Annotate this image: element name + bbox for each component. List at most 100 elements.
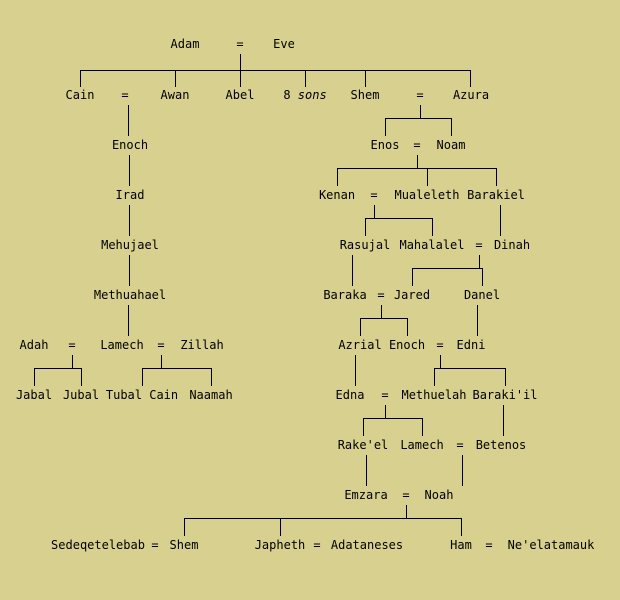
connector-emzaranoah-bar — [184, 518, 462, 519]
connector-drop-mualeleth — [427, 168, 428, 186]
equals-sedeqetelebab-shem: = — [151, 538, 159, 552]
person-barakiil: Baraki'il — [472, 388, 538, 402]
connector-mehujael-to-methuahael — [129, 255, 130, 286]
person-enoch-seth-line: Enoch — [388, 338, 426, 352]
connector-shemazura-bar — [385, 118, 452, 119]
connector-drop-danel — [482, 268, 483, 286]
connector-enosnoam-bar — [337, 168, 497, 169]
person-methuelah: Methuelah — [401, 388, 467, 402]
person-adataneses: Adataneses — [330, 538, 404, 552]
person-baraka: Baraka — [323, 288, 367, 302]
connector-lamechzillah-bar — [142, 368, 212, 369]
connector-azrial-to-edna — [355, 355, 356, 386]
person-lamech-seth-line: Lamech — [400, 438, 444, 452]
connector-drop-noam — [451, 118, 452, 136]
person-edna: Edna — [335, 388, 365, 402]
connector-enosnoam-down — [417, 155, 418, 169]
connector-drop-shem2 — [184, 518, 185, 536]
person-mahalalel: Mahalalel — [399, 238, 465, 252]
connector-drop-cain — [80, 70, 81, 87]
equals-lamech-betenos: = — [456, 438, 464, 452]
equals-ham-neelatamauk: = — [485, 538, 493, 552]
connector-shemazura-down — [420, 105, 421, 119]
person-rakeel: Rake'el — [337, 438, 389, 452]
connector-drop-rakeel — [363, 418, 364, 436]
person-azura: Azura — [452, 88, 490, 102]
equals-kenan-mualeleth: = — [370, 188, 378, 202]
connector-drop-tubal-cain — [142, 368, 143, 386]
person-danel: Danel — [463, 288, 501, 302]
connector-enochedni-down — [440, 355, 441, 369]
person-adam: Adam — [170, 37, 200, 51]
person-lamech-cain-line: Lamech — [100, 338, 144, 352]
equals-adam-eve: = — [236, 37, 244, 51]
connector-drop-kenan — [337, 168, 338, 186]
connector-drop-mahalalel — [432, 218, 433, 236]
connector-lamechbetenos-to-noah — [462, 455, 463, 486]
person-dinah: Dinah — [493, 238, 531, 252]
person-noah: Noah — [424, 488, 454, 502]
person-japheth: Japheth — [254, 538, 306, 552]
person-jabal: Jabal — [15, 388, 53, 402]
connector-methuahael-to-lamech — [128, 305, 129, 336]
connector-gen1-bar — [80, 70, 471, 71]
connector-kenanmualeleth-down — [374, 205, 375, 219]
connector-adahlamech-bar — [34, 368, 82, 369]
label-eight-sons: 8 sons — [283, 88, 326, 103]
person-shem-son-of-noah: Shem — [169, 538, 199, 552]
connector-drop-japheth — [280, 518, 281, 536]
connector-barakiil-to-betenos — [503, 405, 504, 436]
equals-enos-noam: = — [413, 138, 421, 152]
connector-emzaranoah-down — [406, 505, 407, 519]
equals-emzara-noah: = — [402, 488, 410, 502]
person-ham: Ham — [450, 538, 472, 552]
connector-drop-eight-sons — [305, 70, 306, 87]
connector-drop-methuelah — [434, 368, 435, 386]
person-irad: Irad — [115, 188, 145, 202]
equals-enoch-edni: = — [436, 338, 444, 352]
person-neelatamauk: Ne'elatamauk — [507, 538, 595, 552]
connector-barakajared-bar — [360, 318, 408, 319]
equals-japheth-adataneses: = — [313, 538, 321, 552]
eight-sons-number: 8 — [283, 88, 291, 102]
connector-drop-azrial — [360, 318, 361, 336]
person-adah: Adah — [19, 338, 49, 352]
equals-edna-methuelah: = — [381, 388, 389, 402]
person-tubal-cain: Tubal Cain — [105, 388, 179, 402]
connector-cainawan-to-enoch — [128, 105, 129, 136]
connector-drop-jared — [412, 268, 413, 286]
person-enoch-cain-line: Enoch — [111, 138, 149, 152]
person-noam: Noam — [436, 138, 466, 152]
connector-danel-to-edni — [477, 305, 478, 336]
equals-mahalalel-dinah: = — [475, 238, 483, 252]
connector-lamechzillah-down — [161, 355, 162, 369]
connector-drop-barakiel — [496, 168, 497, 186]
person-azrial: Azrial — [338, 338, 382, 352]
person-mualeleth: Mualeleth — [394, 188, 460, 202]
connector-ednamethuelah-down — [385, 405, 386, 419]
person-enos: Enos — [370, 138, 400, 152]
person-rasujal: Rasujal — [339, 238, 391, 252]
connector-drop-jubal — [81, 368, 82, 386]
equals-lamech-zillah: = — [157, 338, 165, 352]
person-jared: Jared — [393, 288, 431, 302]
person-sedeqetelebab: Sedeqetelebab — [51, 538, 145, 552]
connector-barakajared-down — [381, 305, 382, 319]
person-zillah: Zillah — [180, 338, 224, 352]
connector-drop-shem — [365, 70, 366, 87]
person-mehujael: Mehujael — [101, 238, 159, 252]
connector-kenanmualeleth-bar — [365, 218, 433, 219]
person-methuahael: Methuahael — [93, 288, 167, 302]
person-betenos: Betenos — [475, 438, 527, 452]
connector-rasujal-to-baraka — [352, 255, 353, 286]
equals-baraka-jared: = — [377, 288, 385, 302]
eight-sons-word: sons — [297, 88, 327, 102]
connector-drop-jabal — [34, 368, 35, 386]
connector-drop-lamech2 — [422, 418, 423, 436]
connector-drop-barakiil — [505, 368, 506, 386]
person-barakiel: Barakiel — [467, 188, 525, 202]
connector-mahalaleldinah-bar — [412, 268, 483, 269]
connector-drop-ham — [461, 518, 462, 536]
equals-adah-lamech: = — [68, 338, 76, 352]
